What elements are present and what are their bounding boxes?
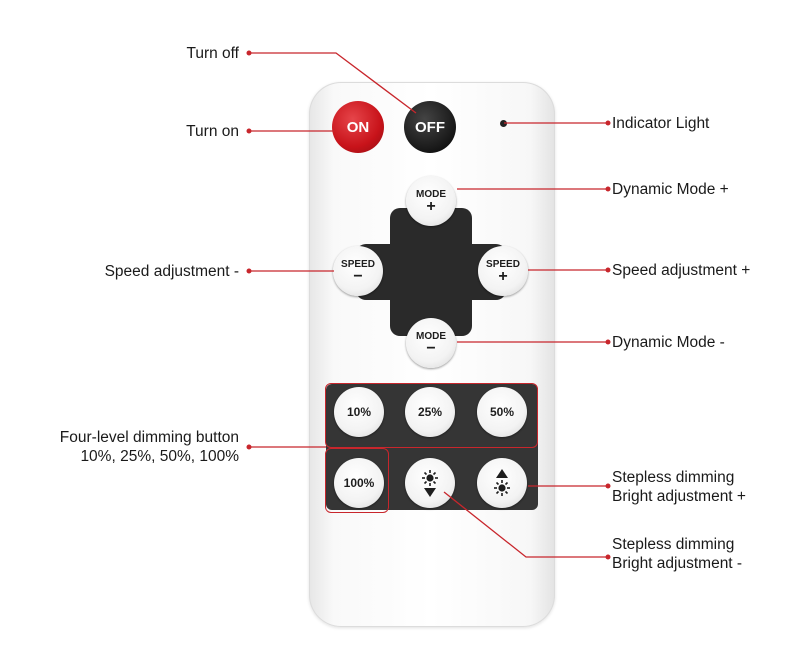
speed-minus-word: SPEED xyxy=(341,258,375,270)
dim-25-button[interactable]: 25% xyxy=(405,387,455,437)
label-turn-on: Turn on xyxy=(186,123,239,140)
speed-plus-word: SPEED xyxy=(486,258,520,270)
sun-up-icon xyxy=(494,469,510,496)
label-indicator-light: Indicator Light xyxy=(612,115,710,132)
label-dynamic-mode-minus: Dynamic Mode - xyxy=(612,334,725,351)
dim-50-button[interactable]: 50% xyxy=(477,387,527,437)
mode-minus-sign: − xyxy=(426,339,436,357)
on-button[interactable]: ON xyxy=(332,101,384,153)
dim-100-button[interactable]: 100% xyxy=(334,458,384,508)
sun-down-icon xyxy=(422,470,438,497)
speed-minus-sign: − xyxy=(353,267,363,285)
dim-10-label: 10% xyxy=(346,405,372,419)
label-stepless-minus: Stepless dimming Bright adjustment - xyxy=(612,535,742,573)
mode-plus-sign: + xyxy=(426,197,436,215)
label-speed-adjustment-plus: Speed adjustment + xyxy=(612,262,751,279)
label-stepless-plus-line2: Bright adjustment + xyxy=(612,488,746,505)
speed-minus-button[interactable]: SPEED − xyxy=(333,246,383,296)
dim-50-label: 50% xyxy=(489,405,515,419)
mode-plus-button[interactable]: MODE + xyxy=(406,176,456,226)
mode-plus-word: MODE xyxy=(416,188,446,200)
on-button-label: ON xyxy=(346,118,370,136)
leader-turn-off xyxy=(249,52,417,114)
label-four-level-line2: 10%, 25%, 50%, 100% xyxy=(80,448,239,465)
label-stepless-minus-line2: Bright adjustment - xyxy=(612,555,743,572)
label-four-level-line1: Four-level dimming button xyxy=(59,429,239,446)
off-button-label: OFF xyxy=(415,118,445,136)
hundred-percent-highlight-box xyxy=(325,448,389,513)
label-stepless-minus-line1: Stepless dimming xyxy=(612,536,735,553)
label-dynamic-mode-plus: Dynamic Mode + xyxy=(612,181,729,198)
dim-10-button[interactable]: 10% xyxy=(334,387,384,437)
bright-up-button[interactable] xyxy=(477,458,527,508)
label-stepless-plus: Stepless dimming Bright adjustment + xyxy=(612,468,746,506)
dim-25-label: 25% xyxy=(417,405,443,419)
speed-plus-button[interactable]: SPEED + xyxy=(478,246,528,296)
indicator-light xyxy=(500,120,507,127)
label-speed-adjustment-minus: Speed adjustment - xyxy=(104,263,239,280)
label-turn-off: Turn off xyxy=(186,45,239,62)
label-four-level-dimming: Four-level dimming button 10%, 25%, 50%,… xyxy=(60,428,239,466)
mode-minus-word: MODE xyxy=(416,330,446,342)
dim-100-label: 100% xyxy=(343,476,375,490)
label-stepless-plus-line1: Stepless dimming xyxy=(612,469,735,486)
four-level-highlight-box xyxy=(325,383,538,448)
off-button[interactable]: OFF xyxy=(404,101,456,153)
speed-plus-sign: + xyxy=(498,267,508,285)
mode-minus-button[interactable]: MODE − xyxy=(406,318,456,368)
bright-down-button[interactable] xyxy=(405,458,455,508)
leader-stepless-minus xyxy=(443,491,608,558)
